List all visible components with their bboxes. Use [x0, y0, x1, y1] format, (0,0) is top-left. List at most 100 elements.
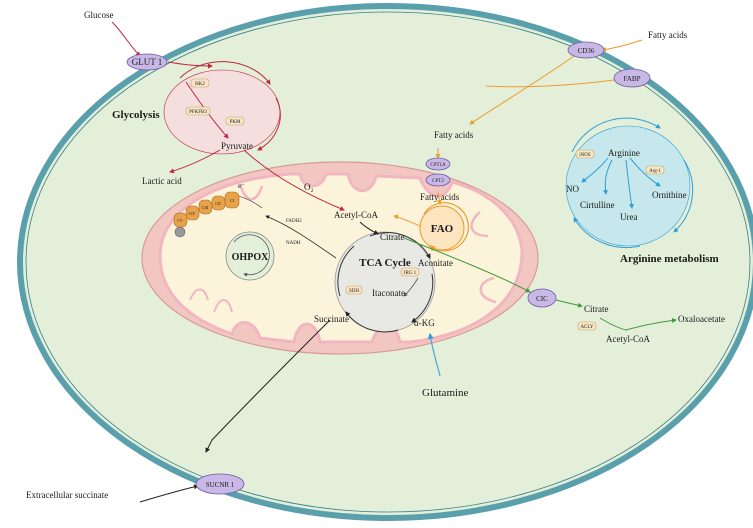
label-sdh: SDH	[349, 289, 359, 294]
cristae	[189, 288, 233, 313]
pfkfb3-enzyme	[185, 106, 211, 116]
label-nadh: NADH	[286, 241, 301, 246]
label-oxaloacetate: Oxaloacetate	[678, 314, 725, 324]
tca-arc-4	[337, 245, 355, 297]
complex-ii	[211, 195, 226, 211]
fao-circle	[419, 205, 465, 251]
label-aconitate: Aconitate	[418, 258, 453, 268]
label-pkm: PKM	[230, 120, 241, 125]
arginine-outer-arc	[571, 117, 661, 153]
tca-arc-3	[345, 311, 399, 333]
label-fadh2: FADH2	[286, 219, 302, 224]
cpt2-transporter	[425, 173, 451, 187]
label-complex-i: CI	[230, 198, 235, 203]
label-fatty-acids-in: Fatty acids	[434, 130, 474, 140]
label-pfkfb3: PFKFB3	[189, 110, 207, 115]
label-e-minus: e⁻	[238, 182, 245, 190]
label-complex-iii: CIII	[202, 205, 209, 210]
cristae-right	[470, 211, 497, 304]
label-fao: FAO	[431, 223, 454, 235]
label-citrate-cyto: Citrate	[584, 304, 609, 314]
citrate-to-cic-arrow	[403, 237, 531, 293]
arginine-to-citrulline	[602, 159, 613, 195]
label-succinate: Succinate	[314, 314, 349, 324]
cpt2-to-fao-arrow	[436, 191, 442, 205]
label-no: NO	[566, 184, 579, 194]
extracellular-to-sucnr1-arrow	[139, 484, 199, 503]
arginine-to-no	[581, 157, 609, 183]
label-cpt2: CPT2	[432, 179, 444, 184]
label-arginine-metabolism: Arginine metabolism	[620, 253, 719, 265]
sucnr1-receptor	[195, 473, 245, 495]
fao-to-acetylcoa-arrow	[393, 214, 421, 227]
glut1-transporter	[126, 53, 168, 71]
label-fatty-acids-out: Fatty acids	[648, 30, 688, 40]
label-inos: iNOS	[579, 153, 591, 158]
label-glut1: GLUT 1	[132, 57, 163, 67]
label-cic: CIC	[536, 295, 548, 303]
label-hk2: HK2	[195, 82, 205, 87]
glutamine-arrow	[427, 332, 441, 377]
label-acetyl-coa: Acetyl-CoA	[334, 210, 378, 220]
cd36-transporter	[567, 41, 605, 59]
arg1-enzyme	[645, 165, 665, 175]
complex-iii	[198, 199, 213, 215]
glycolysis-arc-arrow-right	[257, 97, 281, 151]
arginine-compartment	[565, 125, 691, 247]
ohpox-arc	[233, 234, 270, 277]
label-glycolysis: Glycolysis	[112, 109, 160, 121]
label-o2: O₂	[304, 182, 314, 192]
acetylcoa-to-citrate-arrow	[359, 221, 379, 235]
label-cd36: CD36	[578, 47, 595, 55]
label-glutamine: Glutamine	[422, 387, 469, 399]
fao-arc	[423, 202, 469, 252]
cpt1a-transporter	[425, 157, 451, 171]
complex-iv	[185, 205, 200, 221]
cic-to-citrate-arrow	[555, 299, 583, 308]
label-acetyl-coa-cyto: Acetyl-CoA	[606, 334, 650, 344]
fadh2-arrow	[265, 215, 337, 259]
cell-membrane-inner-line	[25, 11, 751, 513]
label-fabp: FABP	[624, 75, 641, 83]
glucose-to-glut1-arrow	[111, 21, 141, 57]
label-ohpox: OHPOX	[232, 252, 269, 263]
arginine-outer-arc-right	[673, 159, 694, 233]
label-arginine: Arginine	[608, 148, 640, 158]
label-glucose: Glucose	[84, 10, 114, 20]
label-complex-v: CV	[177, 218, 183, 223]
label-urea: Urea	[620, 212, 638, 222]
succinate-to-sucnr1-arrow	[205, 319, 331, 453]
label-extracellular-succinate: Extracellular succinate	[26, 490, 108, 500]
label-lactic-acid: Lactic acid	[142, 176, 182, 186]
fattyacid-to-cd36-arrow	[601, 39, 643, 52]
pyruvate-to-acetylcoa-arrow	[243, 149, 345, 211]
label-ornithine: Ornithine	[652, 190, 687, 200]
irg1-arrow	[403, 277, 419, 297]
label-complex-iv: CIV	[189, 211, 196, 216]
tca-arc-2	[411, 273, 434, 323]
atp-synthase-head	[174, 226, 186, 238]
inos-enzyme	[575, 149, 595, 159]
citrate-to-products-arrow	[599, 317, 677, 331]
label-sucnr1: SUCNR 1	[206, 481, 235, 489]
arginine-to-ornithine	[629, 157, 661, 187]
irg1-enzyme	[400, 267, 420, 277]
sdh-enzyme	[345, 285, 363, 295]
glut1-to-glycolysis-arrow	[167, 61, 213, 69]
label-irg1: IRG 1	[404, 271, 417, 276]
ohpox-circle	[225, 231, 275, 281]
arginine-outer-arc-bottom	[573, 217, 641, 249]
hk2-enzyme	[190, 78, 210, 88]
fabp-to-fattyacid-arrow	[485, 79, 615, 88]
label-fatty-acids-mito: Fatty acids	[420, 192, 460, 202]
label-cpt1a: CPT1A	[430, 163, 446, 168]
cristae-top	[238, 183, 264, 201]
cic-transporter	[527, 288, 557, 308]
label-tca-cycle: TCA Cycle	[359, 257, 411, 269]
acly-enzyme	[577, 321, 597, 331]
label-citrulline: Cirtulline	[580, 200, 615, 210]
cd36-to-fattyacid-arrow	[469, 55, 575, 125]
fabp-transporter	[613, 68, 651, 88]
